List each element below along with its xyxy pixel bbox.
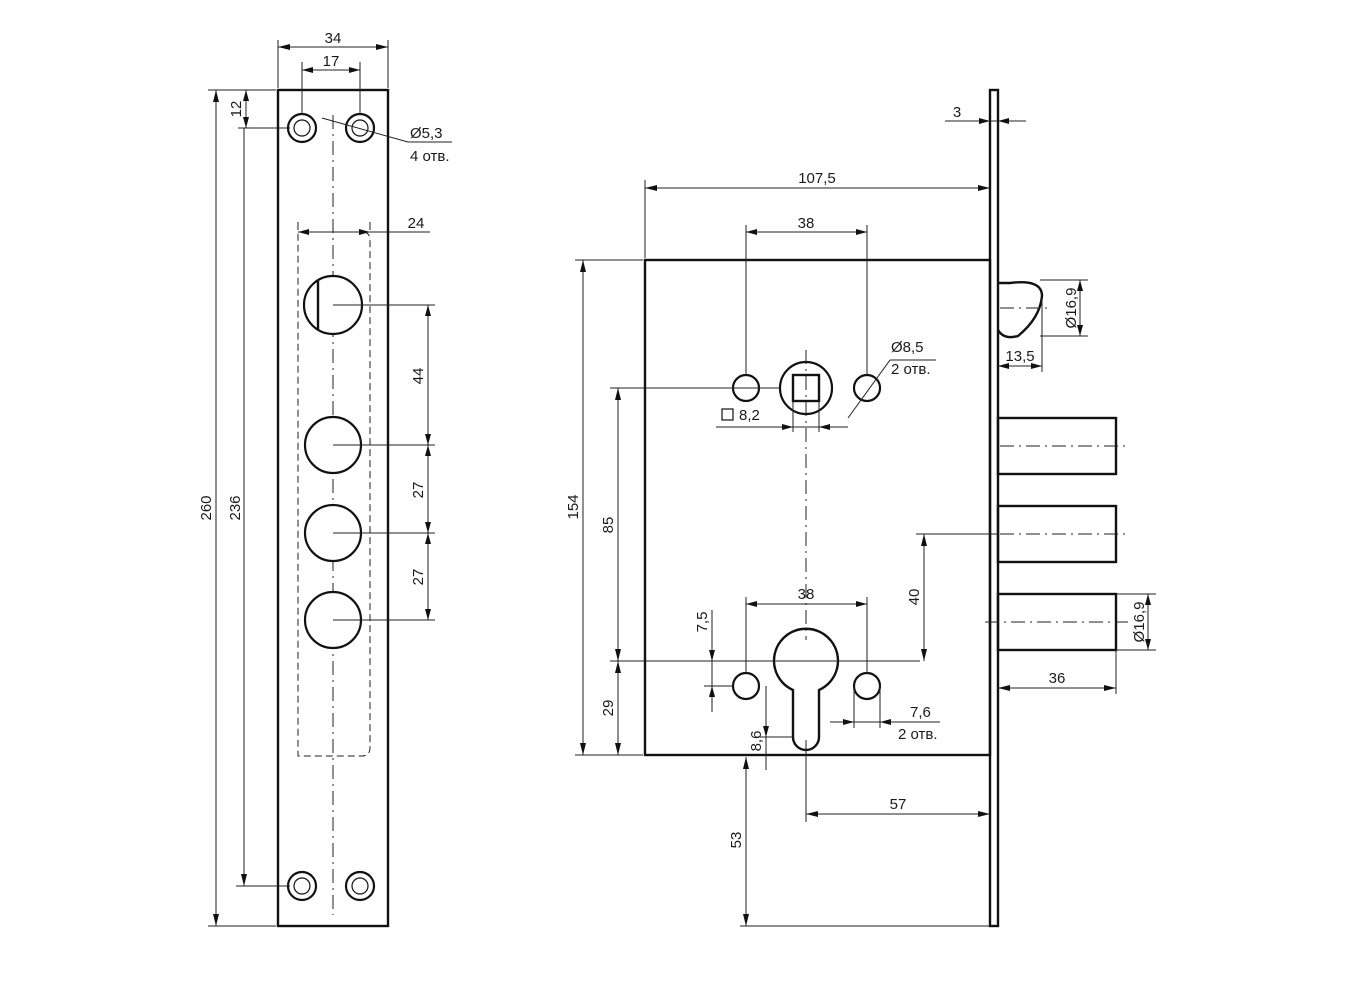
dim-cyl-depth-label: 8,6: [748, 731, 765, 752]
dim-faceplate-thickness-label: 3: [953, 104, 961, 121]
dim-bolt-pitch-3-label: 27: [410, 569, 427, 586]
dim-bottom-span-label: 38: [798, 586, 815, 603]
bolt-extension-lines: [333, 304, 435, 621]
top-hole-dia-leader: Ø8,5 2 отв.: [847, 339, 936, 419]
dim-plate-extension: 53: [728, 757, 990, 927]
dim-body-depth: 107,5: [644, 170, 990, 258]
dim-bolt-pitches: 44 27 27: [410, 305, 431, 620]
dim-hole-span-label: 236: [227, 495, 244, 520]
dim-bolt-throw: 36: [998, 650, 1117, 694]
dim-body-height: 154: [565, 259, 643, 756]
mounting-hole-bottom-right: [344, 870, 376, 902]
mounting-hole-top-right: [344, 112, 376, 144]
dim-latch-dia: Ø16,9: [1040, 279, 1088, 337]
euro-cylinder-cutout: [772, 627, 840, 752]
dim-spindle-to-cyl: 85 29: [600, 387, 920, 755]
latch-bolt: [996, 281, 1044, 339]
dim-bolt-to-cyl-label: 40: [906, 589, 923, 606]
hole-count-label: 4 отв.: [410, 148, 450, 165]
bottom-hole-left: [731, 671, 761, 701]
dim-cyl-hole-offset-label: 7,5: [694, 612, 711, 633]
top-hole-dia-label: Ø8,5: [891, 339, 924, 356]
dim-spindle-to-cyl-label: 85: [600, 517, 617, 534]
dead-bolt-centerlines: [985, 445, 1128, 623]
dim-top-spindle-span: 38: [745, 215, 868, 375]
dim-bolt-slot-width: 24: [297, 215, 430, 235]
mounting-hole-top-left: [286, 112, 318, 144]
dim-cyl-depth: 8,6: [748, 686, 793, 770]
dim-plate-width-label: 34: [325, 30, 342, 47]
dim-spindle-square: 8,2: [716, 400, 848, 432]
dim-bolt-throw-label: 36: [1049, 670, 1066, 687]
hole-dia-label: Ø5,3: [410, 125, 443, 142]
dim-spindle-square-label: 8,2: [739, 407, 760, 424]
dim-bolt-dia: Ø16,9: [1116, 593, 1156, 651]
dim-body-depth-label: 107,5: [798, 170, 836, 187]
dim-bolt-to-cyl: 40: [906, 533, 998, 661]
dim-cyl-hole-offset: 7,5: [694, 610, 733, 712]
side-view: 3 107,5 38 Ø8,5 2 отв.: [565, 88, 1156, 928]
dim-latch-projection: 13,5: [998, 300, 1043, 372]
dim-hole-spacing: 17: [301, 53, 361, 115]
front-view: 34 17 12 Ø5,3 4 отв.: [198, 30, 452, 928]
faceplate-outline: [276, 88, 390, 928]
dim-hole-offset-label: 12: [228, 101, 245, 118]
dim-hole-span: 236: [227, 128, 290, 887]
dim-bottom-hole-dia-label: 7,6: [910, 704, 931, 721]
dim-bottom-span: 38: [745, 586, 868, 673]
dim-latch-dia-label: Ø16,9: [1063, 288, 1080, 329]
dim-top-spindle-span-label: 38: [798, 215, 815, 232]
dim-total-height: 260: [198, 89, 276, 927]
dim-hole-spacing-label: 17: [323, 53, 340, 70]
dim-plate-width: 34: [277, 30, 389, 88]
dim-backset: 57: [805, 740, 990, 822]
top-hole-count-label: 2 отв.: [891, 361, 931, 378]
dim-bottom-hole-count-label: 2 отв.: [898, 726, 938, 743]
dim-latch-projection-label: 13,5: [1005, 348, 1034, 365]
dim-hole-offset: 12: [228, 89, 290, 129]
dim-plate-extension-label: 53: [728, 832, 745, 849]
dim-body-height-label: 154: [565, 494, 582, 519]
faceplate-side: [988, 88, 1000, 928]
dim-total-height-label: 260: [198, 495, 215, 520]
dim-cyl-to-bottom-label: 29: [600, 700, 617, 717]
lock-body-outline: [643, 258, 992, 757]
square-symbol-icon: [721, 408, 734, 421]
dim-bolt-pitch-1-label: 44: [410, 368, 427, 385]
hole-dia-leader: Ø5,3 4 отв.: [321, 117, 452, 165]
dim-bolt-slot-width-label: 24: [408, 215, 425, 232]
dim-bolt-dia-label: Ø16,9: [1131, 602, 1148, 643]
bottom-hole-right: [852, 671, 882, 701]
dim-backset-label: 57: [890, 796, 907, 813]
dim-bottom-hole-dia: 7,6 2 отв.: [830, 686, 940, 743]
dim-bolt-pitch-2-label: 27: [410, 482, 427, 499]
dim-faceplate-thickness: 3: [945, 104, 1026, 124]
mounting-hole-bottom-left: [286, 870, 318, 902]
